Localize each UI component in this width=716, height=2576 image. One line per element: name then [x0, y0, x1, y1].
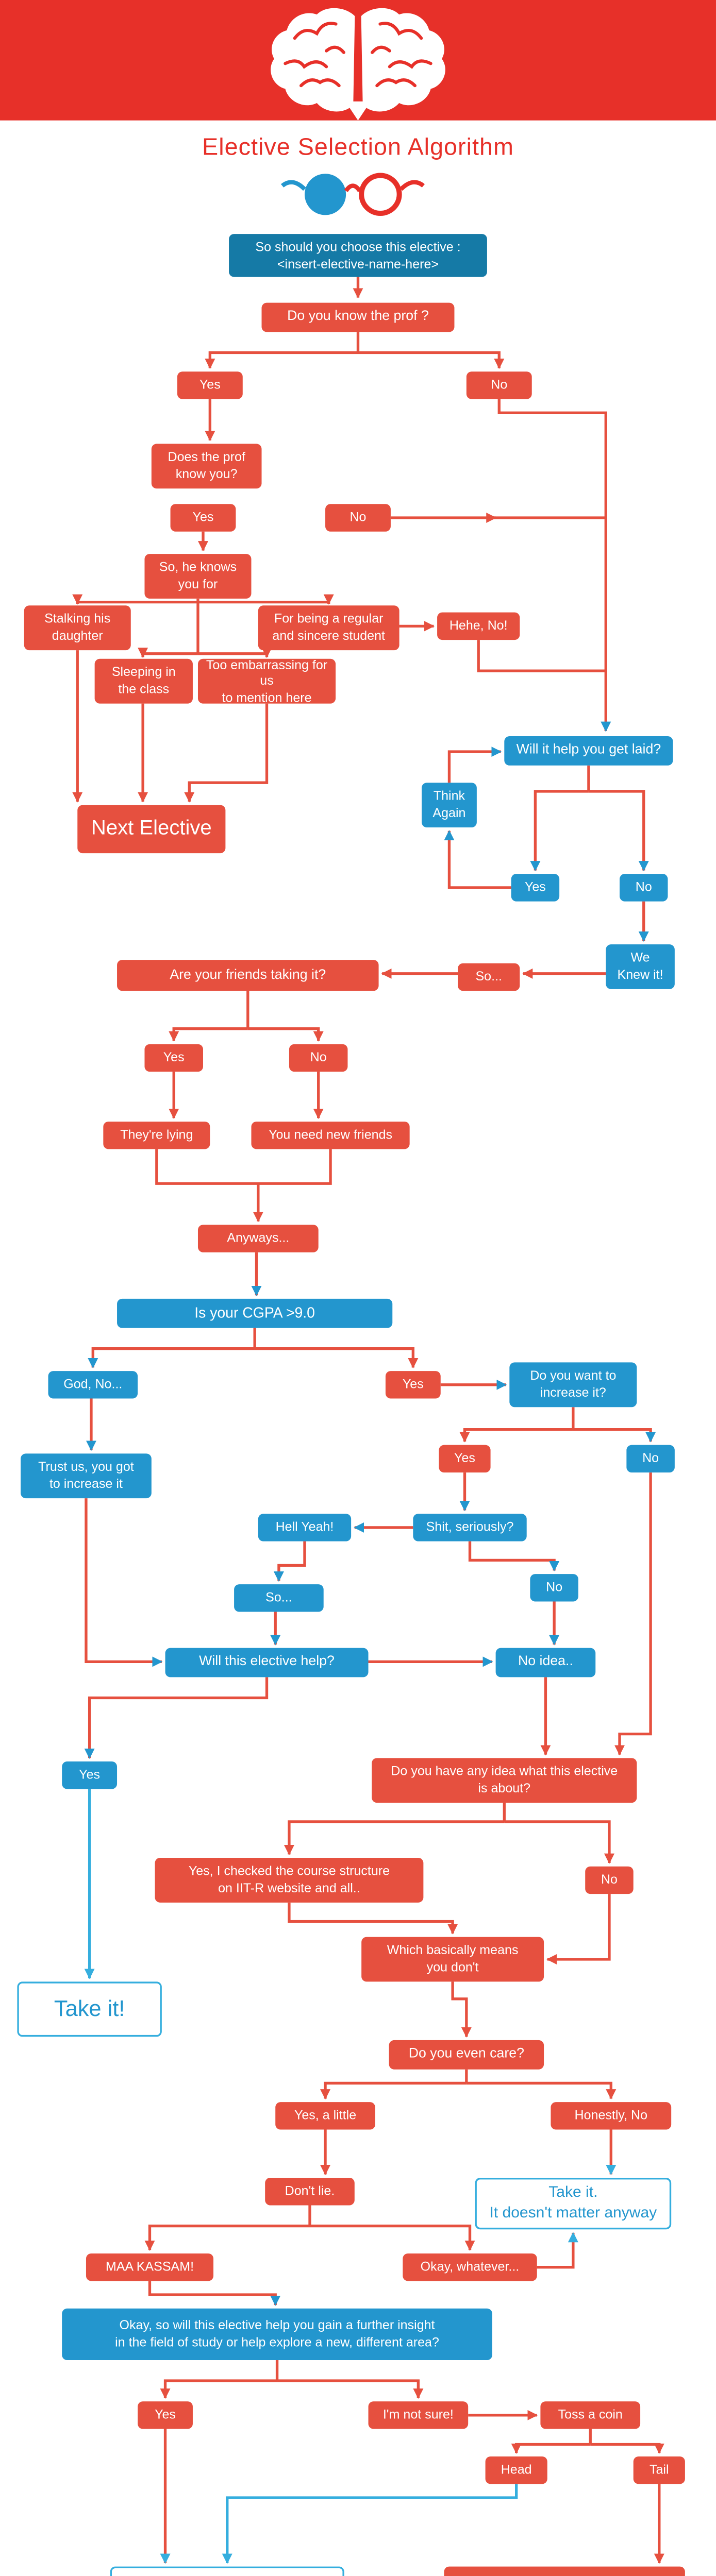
node-increase-it: Do you want to increase it? — [509, 1362, 637, 1408]
node-yes-a-little: Yes, a little — [275, 2102, 375, 2130]
node-start: So should you choose this elective : <in… — [229, 234, 487, 277]
node-so: So... — [458, 963, 520, 991]
node-yes: Yes — [439, 1445, 491, 1473]
node-cgpa: Is your CGPA >9.0 — [117, 1298, 393, 1328]
node-no: No — [466, 371, 532, 399]
node-no: No — [325, 504, 391, 532]
node-not-sure: I'm not sure! — [368, 2401, 469, 2429]
node-yes: Yes — [138, 2401, 193, 2429]
header-banner — [0, 0, 716, 121]
node-no: No — [289, 1044, 348, 1072]
node-anyways: Anyways... — [197, 1225, 319, 1252]
node-yes: Yes — [144, 1044, 203, 1072]
node-we-knew-it: We Knew it! — [606, 944, 675, 989]
node-shit-seriously: Shit, seriously? — [413, 1514, 527, 1541]
node-get-laid: Will it help you get laid? — [504, 736, 673, 766]
node-take-it: Take it! — [17, 1981, 162, 2037]
node-no: No — [585, 1866, 634, 1894]
node-so: So... — [234, 1584, 324, 1612]
node-toss-a-coin: Toss a coin — [540, 2401, 641, 2429]
node-trust-us: Trust us, you got to increase it — [21, 1453, 152, 1499]
node-yes: Yes — [511, 874, 560, 902]
node-knows-you-for: So, he knows you for — [144, 554, 252, 599]
node-take-it-doesnt-matter: Take it. It doesn't matter anyway — [475, 2178, 672, 2230]
node-okay-whatever: Okay, whatever... — [403, 2253, 537, 2281]
node-basically-means: Which basically means you don't — [361, 1937, 544, 1982]
node-no-idea: No idea.. — [495, 1648, 596, 1677]
node-checked-course: Yes, I checked the course structure on I… — [155, 1858, 424, 1903]
node-think-again: Think Again — [422, 783, 477, 828]
node-tail: Tail — [633, 2456, 685, 2484]
page-title: Elective Selection Algorithm — [202, 132, 514, 160]
node-god-no: God, No... — [48, 1371, 138, 1399]
node-next-elective: Next Elective — [77, 805, 226, 854]
node-stalking-daughter: Stalking his daughter — [24, 605, 131, 651]
node-regular-sincere: For being a regular and sincere student — [258, 605, 399, 651]
node-too-embarrassing: Too embarrassing for us to mention here — [197, 656, 336, 705]
node-yes: Yes — [62, 1761, 118, 1789]
node-elective-help: Will this elective help? — [165, 1648, 369, 1677]
glasses-icon — [280, 173, 425, 216]
node-hell-yeah: Hell Yeah! — [258, 1514, 352, 1541]
node-head: Head — [485, 2456, 547, 2484]
node-no: No — [626, 1445, 675, 1473]
node-maa-kassam: MAA KASSAM! — [86, 2253, 214, 2281]
node-honestly-no: Honestly, No — [551, 2102, 672, 2130]
node-prof-know-you: Does the prof know you? — [151, 444, 262, 489]
node-yes: Yes — [385, 1371, 441, 1399]
node-next-elective-final: Next Elective — [444, 2566, 685, 2576]
node-final-question: Okay, so will this elective help you gai… — [62, 2308, 492, 2360]
node-need-new-friends: You need new friends — [251, 1121, 410, 1149]
node-any-idea: Do you have any idea what this elective … — [372, 1758, 637, 1803]
node-hehe-no: Hehe, No! — [437, 612, 520, 640]
node-take-it-final: Take it! — [110, 2566, 344, 2576]
node-friends-taking: Are your friends taking it? — [117, 960, 379, 991]
node-yes: Yes — [170, 504, 236, 532]
node-dont-lie: Don't lie. — [265, 2178, 355, 2206]
node-sleeping-in-class: Sleeping in the class — [94, 658, 193, 704]
node-no: No — [620, 874, 668, 902]
node-yes: Yes — [177, 371, 243, 399]
node-theyre-lying: They're lying — [103, 1121, 210, 1149]
brain-icon — [271, 8, 445, 121]
node-no: No — [530, 1574, 578, 1602]
node-know-prof: Do you know the prof ? — [261, 302, 455, 332]
node-even-care: Do you even care? — [389, 2040, 544, 2070]
